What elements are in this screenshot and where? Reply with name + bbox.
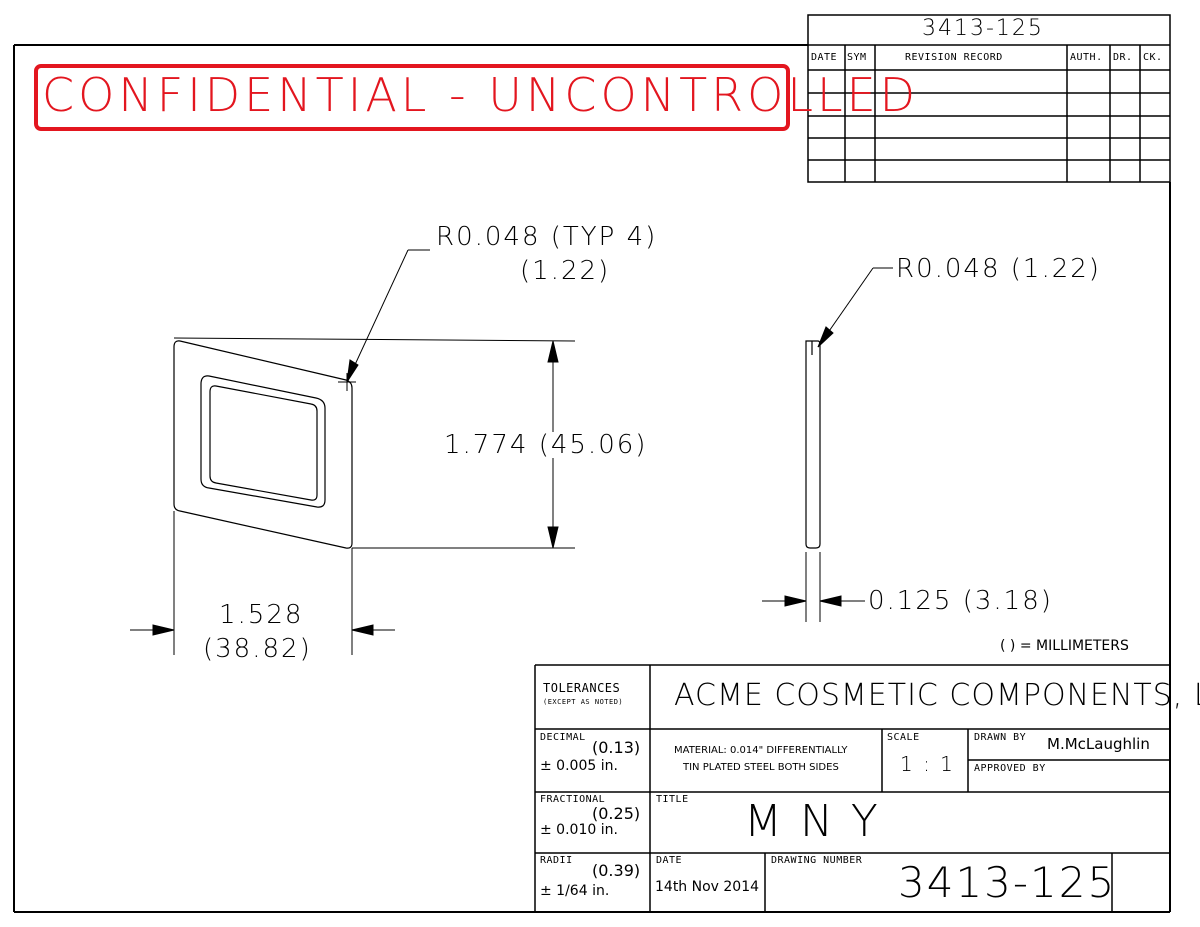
units-note: ( ) = MILLIMETERS — [1000, 638, 1129, 654]
side-radius-callout: R0.048 (1.22) — [896, 254, 1101, 284]
side-thickness-dimension: 0.125 (3.18) — [868, 586, 1053, 616]
front-radius-callout-line2: (1.22) — [520, 256, 611, 286]
rev-header-sym: SYM — [847, 52, 867, 63]
front-width-dimension-line1: 1.528 — [219, 600, 304, 630]
rev-header-date: DATE — [811, 52, 838, 63]
drawing-number-value: 3413-125 — [898, 858, 1117, 907]
radii-tolerance: ± 1/64 in. — [540, 883, 610, 899]
fractional-mm: (0.25) — [592, 804, 641, 823]
radii-label: RADII — [540, 855, 573, 866]
drawn-by-label: DRAWN BY — [974, 732, 1027, 743]
fractional-label: FRACTIONAL — [540, 794, 606, 805]
date-value: 14th Nov 2014 — [655, 879, 760, 895]
date-label: DATE — [656, 855, 683, 866]
scale-label: SCALE — [887, 732, 920, 743]
material-line2: TIN PLATED STEEL BOTH SIDES — [683, 762, 839, 773]
revision-part-number: 3413-125 — [922, 16, 1044, 41]
front-width-dimension-line2: (38.82) — [203, 634, 312, 664]
rev-header-dr: DR. — [1113, 52, 1133, 63]
front-radius-callout-line1: R0.048 (TYP 4) — [436, 222, 658, 252]
side-view-dimensions — [762, 267, 893, 622]
revision-block-grid — [807, 14, 1171, 183]
confidential-stamp-box — [34, 64, 790, 131]
scale-value: 1 : 1 — [900, 752, 955, 776]
decimal-label: DECIMAL — [540, 732, 586, 743]
tolerances-sub: (EXCEPT AS NOTED) — [543, 698, 624, 706]
rev-header-record: REVISION RECORD — [905, 52, 1003, 63]
front-height-dimension: 1.774 (45.06) — [444, 430, 648, 460]
side-view-part — [805, 340, 821, 549]
rev-header-auth: AUTH. — [1070, 52, 1103, 63]
company-name: ACME COSMETIC COMPONENTS, LLC — [674, 678, 1200, 713]
tolerances-label: TOLERANCES — [543, 681, 621, 695]
drawing-number-label: DRAWING NUMBER — [771, 855, 863, 866]
title-label: TITLE — [656, 794, 689, 805]
rev-header-ck: CK. — [1143, 52, 1163, 63]
title-value: MNY — [744, 796, 896, 847]
material-line1: MATERIAL: 0.014" DIFFERENTIALLY — [674, 745, 848, 756]
fractional-tolerance: ± 0.010 in. — [540, 822, 618, 838]
approved-by-label: APPROVED BY — [974, 763, 1046, 774]
radii-mm: (0.39) — [592, 861, 641, 880]
front-view-part — [173, 340, 353, 549]
decimal-mm: (0.13) — [592, 738, 641, 757]
confidential-stamp-text: CONFIDENTIAL - UNCONTROLLED — [42, 68, 920, 122]
drawn-by-value: M.McLaughlin — [1047, 735, 1150, 753]
drawing-border — [13, 44, 1171, 913]
decimal-tolerance: ± 0.005 in. — [540, 758, 618, 774]
title-block-grid — [534, 664, 1170, 912]
